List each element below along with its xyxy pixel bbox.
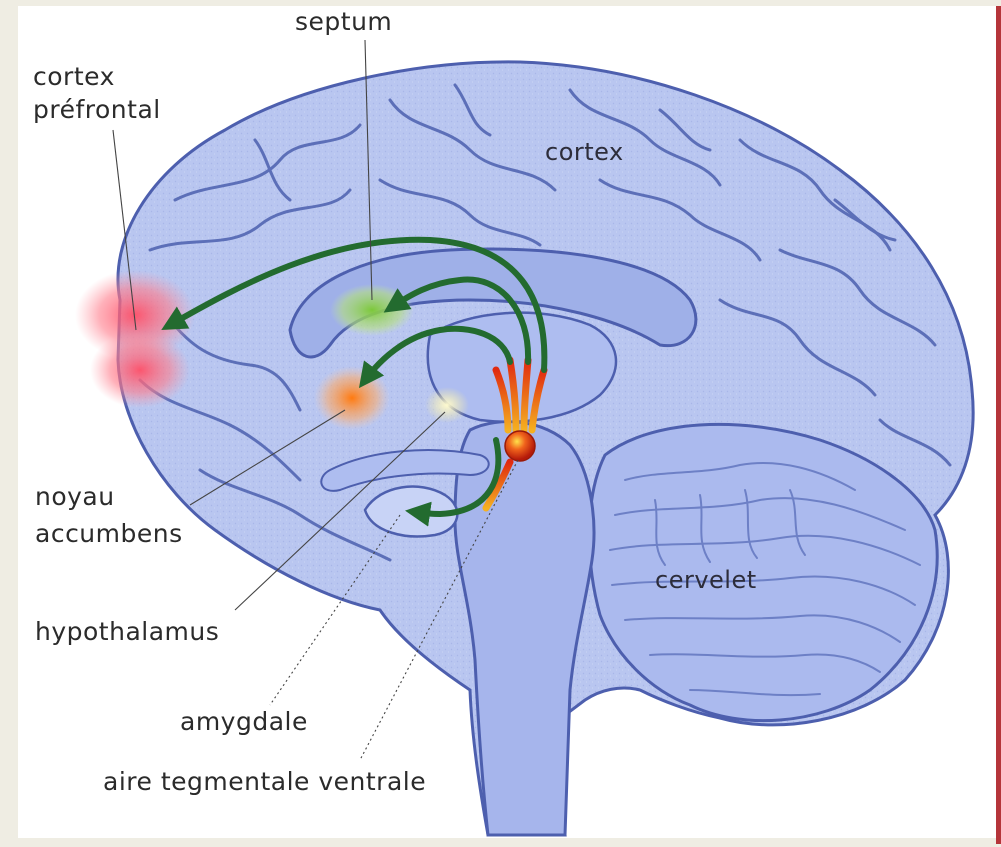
label-aire-tegmentale-ventrale: aire tegmentale ventrale <box>103 767 426 796</box>
brainstem <box>455 422 594 835</box>
label-cortex: cortex <box>545 138 624 166</box>
label-cortex-prefrontal-line1: cortex <box>33 62 115 91</box>
label-noyau-line2: accumbens <box>35 519 183 548</box>
nucleus-accumbens-region <box>314 366 390 430</box>
label-cortex-prefrontal-line2: préfrontal <box>33 95 161 124</box>
label-noyau-line1: noyau <box>35 482 115 511</box>
label-cervelet: cervelet <box>655 566 757 594</box>
label-septum: septum <box>295 7 392 36</box>
label-hypothalamus: hypothalamus <box>35 617 219 646</box>
vta-source-node <box>505 431 535 461</box>
hypothalamus-region <box>425 387 469 423</box>
label-amygdale: amygdale <box>180 707 308 736</box>
prefrontal-cortex-region-lower <box>90 332 190 408</box>
